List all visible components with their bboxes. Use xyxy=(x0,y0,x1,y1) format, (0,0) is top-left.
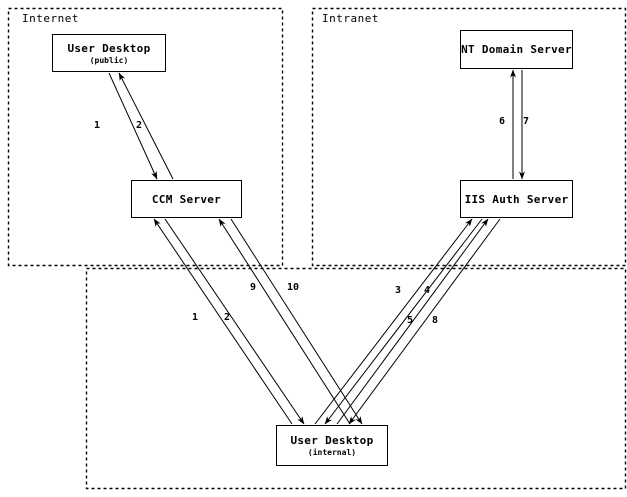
zone-label-intranet: Intranet xyxy=(322,12,379,25)
edge-label-edge-5-internal-to-iis: 5 xyxy=(407,315,414,326)
edge-label-edge-6-iis-to-nt: 6 xyxy=(499,116,506,127)
node-subtitle-user-desktop-public: (public) xyxy=(89,55,129,65)
edge-line-edge-5-internal-to-iis xyxy=(336,218,489,425)
zone-boundary-internal-zone xyxy=(85,267,627,490)
zone-boundary-intranet xyxy=(311,7,627,267)
edge-label-edge-9-internal-to-ccm: 9 xyxy=(250,282,257,293)
node-user-desktop-public[interactable]: User Desktop(public) xyxy=(52,34,166,72)
edge-line-edge-9-internal-to-ccm xyxy=(218,218,351,425)
edge-line-edge-8-iis-to-internal xyxy=(348,218,501,425)
zone-boundary-internet xyxy=(7,7,284,267)
edge-label-edge-4-iis-to-internal: 4 xyxy=(424,285,431,296)
node-title-user-desktop-public: User Desktop xyxy=(67,41,151,55)
edge-line-edge-1-internal-to-ccm xyxy=(153,218,293,425)
node-title-ccm-server: CCM Server xyxy=(151,192,222,206)
zone-boundaries-group xyxy=(7,7,627,490)
edge-line-edge-2-ccm-to-public xyxy=(118,72,174,180)
node-title-iis-auth-server: IIS Auth Server xyxy=(464,192,569,206)
edge-line-edge-2-ccm-to-internal xyxy=(164,218,305,425)
edge-label-edge-8-iis-to-internal: 8 xyxy=(432,315,439,326)
node-user-desktop-internal[interactable]: User Desktop(internal) xyxy=(276,425,388,466)
node-subtitle-user-desktop-internal: (internal) xyxy=(307,448,357,457)
node-nt-domain-server[interactable]: NT Domain Server xyxy=(460,30,573,69)
edge-label-edge-1-public-to-ccm: 1 xyxy=(94,120,101,131)
edge-line-edge-10-ccm-to-internal xyxy=(230,218,363,425)
node-ccm-server[interactable]: CCM Server xyxy=(131,180,242,218)
edge-label-edge-1-internal-to-ccm: 1 xyxy=(192,312,199,323)
edge-line-edge-3-internal-to-iis xyxy=(314,218,473,425)
node-title-nt-domain-server: NT Domain Server xyxy=(461,43,572,56)
zone-label-internet: Internet xyxy=(22,12,79,25)
edge-label-edge-7-nt-to-iis: 7 xyxy=(523,116,530,127)
edge-line-edge-1-public-to-ccm xyxy=(108,72,158,180)
edge-label-edge-2-ccm-to-public: 2 xyxy=(136,120,143,131)
edge-label-edge-3-internal-to-iis: 3 xyxy=(395,285,402,296)
node-title-user-desktop-internal: User Desktop xyxy=(290,434,374,447)
node-iis-auth-server[interactable]: IIS Auth Server xyxy=(460,180,573,218)
edge-label-edge-10-ccm-to-internal: 10 xyxy=(287,282,300,293)
edges-group xyxy=(108,69,525,425)
edge-label-edge-2-ccm-to-internal: 2 xyxy=(224,312,231,323)
edge-line-edge-4-iis-to-internal xyxy=(324,218,483,425)
